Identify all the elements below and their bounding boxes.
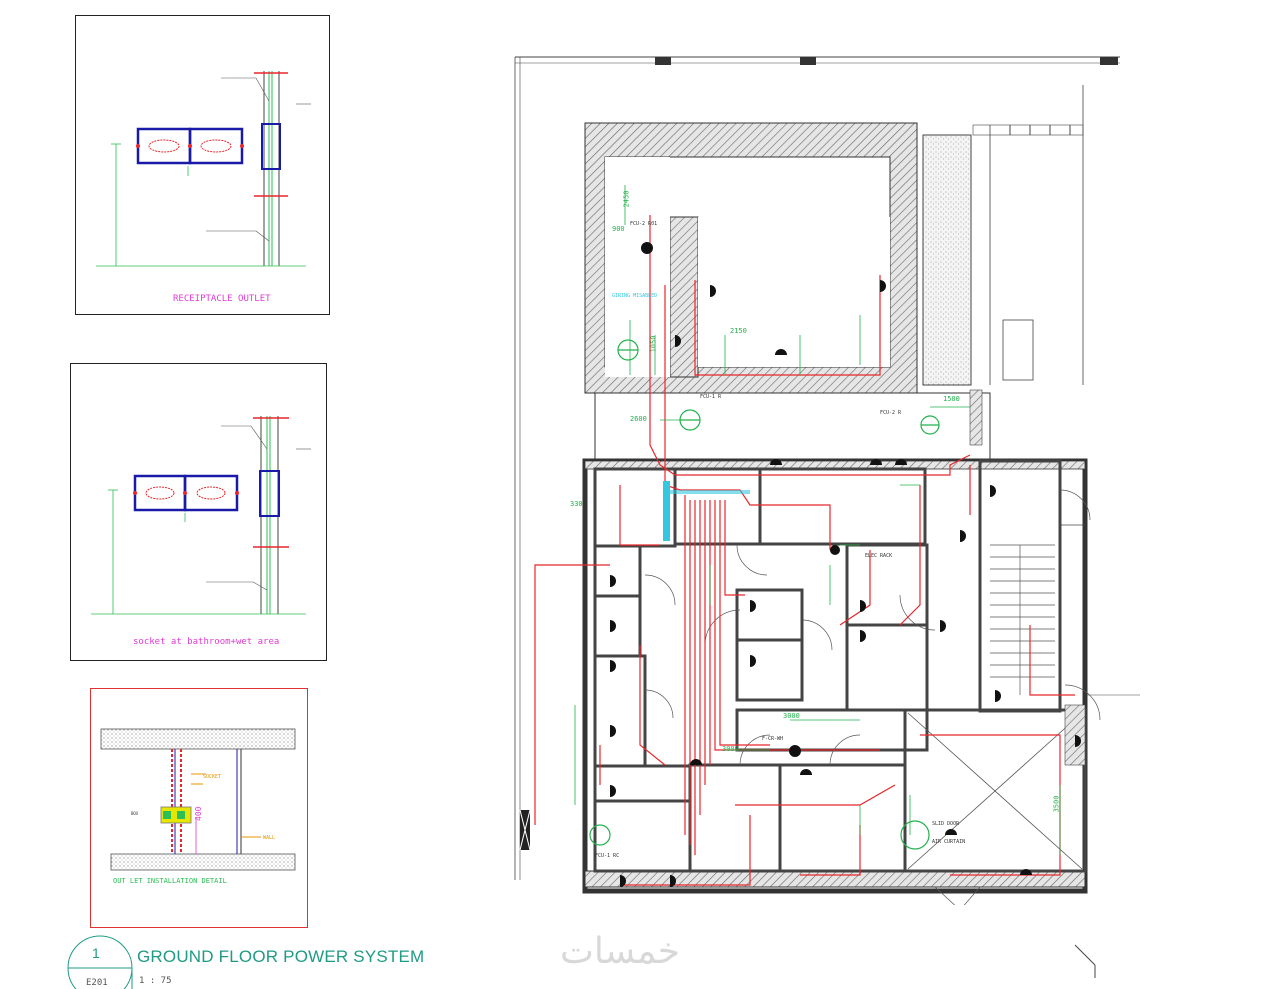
installation-detail-drawing: SOCKET WALL BOX: [100, 728, 296, 871]
dim-label: 2600: [630, 415, 647, 423]
floor-plan: FCU-2 R01 FCU-1 R FCU-2 R ELEC RACK F-CR…: [500, 45, 1145, 911]
dim-label: 3500: [1052, 795, 1061, 813]
svg-text:WALL: WALL: [263, 835, 275, 841]
drawing-scale: 1 : 75: [139, 976, 172, 986]
dim-label: 2450: [622, 190, 631, 208]
title-bubble: [67, 935, 133, 989]
note-air-curtain: AIR CURTAIN: [932, 839, 966, 845]
bathroom-detail-panel: socket at bathroom+wet area: [70, 363, 327, 661]
receptacle-caption: RECEIPTACLE OUTLET: [173, 294, 271, 304]
receptacle-detail-panel: RECEIPTACLE OUTLET: [75, 15, 330, 315]
installation-caption: OUT LET INSTALLATION DETAIL: [113, 877, 227, 885]
dim-label: 2150: [730, 327, 747, 335]
receptacle-detail-drawing: [96, 71, 311, 267]
dim-label: 3000: [722, 745, 739, 753]
watermark: خمسات: [560, 931, 681, 972]
dim-label: 1500: [943, 395, 960, 403]
dim-label: 3000: [783, 712, 800, 720]
note-fcu-2r01: FCU-2 R01: [630, 221, 658, 227]
svg-text:SOCKET: SOCKET: [203, 774, 221, 780]
dim-label: 330: [570, 500, 583, 508]
dim-label: 1050: [649, 335, 658, 353]
note-fcu-1r: FCU-1 R: [700, 394, 722, 400]
note-fcu-2r: FCU-2 R: [880, 410, 902, 416]
bathroom-caption: socket at bathroom+wet area: [133, 637, 280, 647]
note-fcr-wh: F-CR-WH: [762, 736, 784, 742]
svg-text:BOX: BOX: [131, 811, 139, 816]
installation-dimension: 400: [194, 806, 203, 821]
drawing-number: 1: [92, 945, 100, 961]
note-giring: GIRING MISABLED: [612, 293, 658, 299]
installation-detail-panel: SOCKET WALL BOX 400 OUT LET INSTALLATION…: [90, 688, 308, 928]
north-arrow-fragment: [1074, 944, 1096, 978]
bathroom-detail-drawing: [91, 416, 311, 615]
note-fcu-1rc: FCU-1 RC: [595, 853, 620, 859]
drawing-title: GROUND FLOOR POWER SYSTEM: [137, 947, 425, 966]
note-slid-door: SLID DOOR: [932, 821, 960, 827]
floor-plan-drawing: [514, 56, 1140, 911]
dim-label: 900: [612, 225, 625, 233]
sheet-number: E201: [86, 978, 108, 988]
note-elec-rack: ELEC RACK: [865, 553, 893, 559]
